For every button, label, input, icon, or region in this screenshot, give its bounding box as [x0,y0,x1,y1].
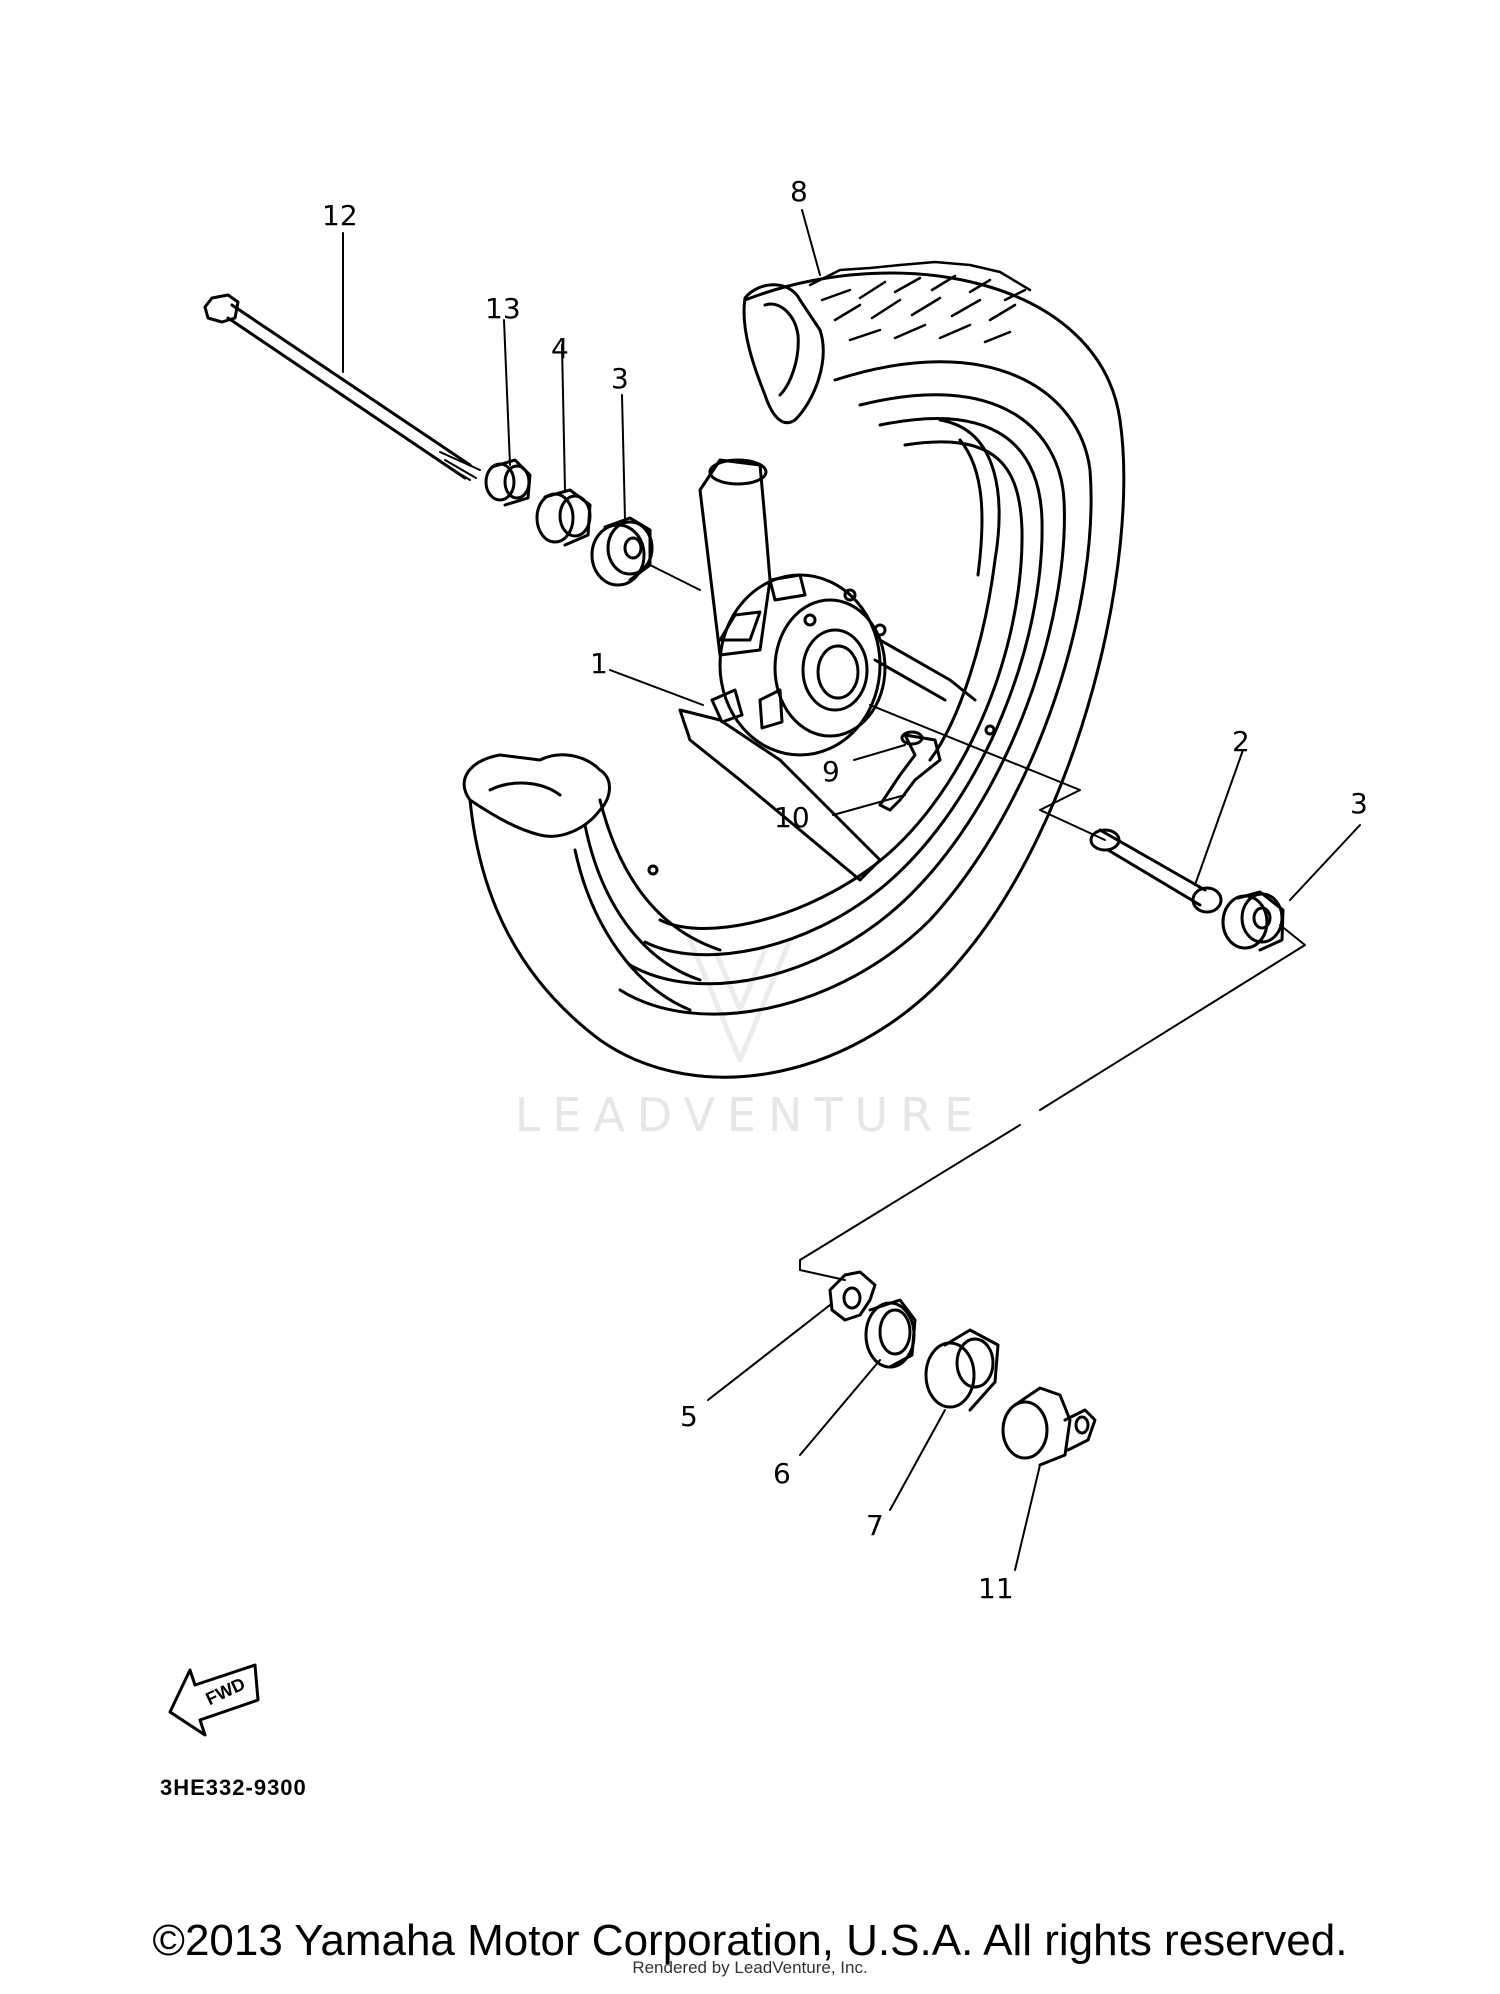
copyright-notice: ©2013 Yamaha Motor Corporation, U.S.A. A… [152,1916,1348,1965]
watermark: LEADVENTURE [514,1088,986,1142]
tire-outline [468,271,1126,1079]
callout-leaders [342,209,1361,1571]
callout-12: 12 [322,199,358,232]
callout-8: 8 [790,175,808,208]
callout-5: 5 [680,1400,698,1433]
speedometer-gear-unit-11 [1001,1386,1097,1467]
bearing-3-right [1221,890,1285,952]
callout-7: 7 [866,1509,884,1542]
axle [203,293,481,481]
callout-1: 1 [590,647,608,680]
wheel-assembly [462,260,1126,1079]
tire-cut-bottom [462,753,611,838]
diagram-code: 3HE332-9300 [160,1775,307,1800]
tire-cut-top [742,283,825,424]
callout-4: 4 [551,332,569,365]
callout-2: 2 [1232,725,1250,758]
spacer-tube-2 [1089,828,1223,914]
callout-3-right: 3 [1350,787,1368,820]
tire-tread [808,260,1032,344]
oil-seal-6 [864,1298,917,1369]
bearing-3-left [590,516,654,587]
callout-3-left: 3 [611,362,629,395]
collar-13 [484,458,532,507]
explosion-lines [799,704,1306,1281]
bearing-7 [924,1328,1000,1412]
callout-11: 11 [978,1572,1014,1605]
wheel-spoke-lower [678,708,882,882]
callout-13: 13 [485,292,521,325]
wheel-spoke-upper [698,458,772,657]
rendered-by-notice: Rendered by LeadVenture, Inc. [632,1958,868,1977]
watermark-logo [687,937,793,1063]
callout-6: 6 [773,1457,791,1490]
callout-10: 10 [774,801,810,834]
fwd-arrow: FWD [168,1663,260,1737]
wheel-hub [710,573,887,757]
callout-9: 9 [822,755,840,788]
tire-valve [878,730,942,812]
meter-clutch-5 [828,1270,877,1322]
spacer-4 [535,488,592,547]
